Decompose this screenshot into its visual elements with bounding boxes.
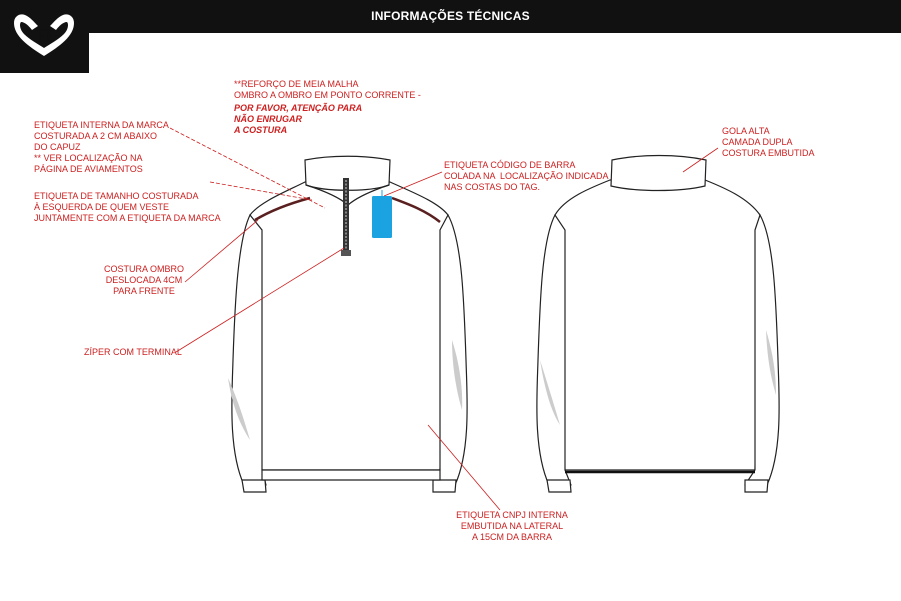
shoulder-seam-right <box>391 196 441 223</box>
note-barcode-label: ETIQUETA CÓDIGO DE BARRA COLADA NA LOCAL… <box>444 160 609 192</box>
header-bar: INFORMAÇÕES TÉCNICAS <box>0 0 901 33</box>
note-size-label: ETIQUETA DE TAMANHO COSTURADA À ESQUERDA… <box>34 191 221 223</box>
heart-logo-icon <box>14 14 74 56</box>
barcode-tag <box>372 196 392 238</box>
brand-logo <box>0 0 89 73</box>
sleeve-shade-right <box>452 340 463 410</box>
note-shoulder-warning: POR FAVOR, ATENÇÃO PARA NÃO ENRUGAR A CO… <box>234 103 363 135</box>
note-zipper: ZÍPER COM TERMINAL <box>84 347 182 357</box>
note-shoulder-reinforcement: **REFORÇO DE MEIA MALHA OMBRO A OMBRO EM… <box>234 79 421 100</box>
sleeve-shade-left <box>228 378 250 440</box>
back-sleeve-shade-right <box>766 330 776 395</box>
back-sleeve-shade-left <box>540 360 560 425</box>
front-view-garment <box>231 155 468 493</box>
note-brand-label: ETIQUETA INTERNA DA MARCA COSTURADA A 2 … <box>34 120 169 174</box>
back-view-garment <box>536 154 780 493</box>
note-collar: GOLA ALTA CAMADA DUPLA COSTURA EMBUTIDA <box>722 126 815 158</box>
note-shoulder-seam: COSTURA OMBRO DESLOCADA 4CM PARA FRENTE <box>103 264 184 296</box>
zipper-terminal <box>341 250 351 256</box>
note-cnpj-label: ETIQUETA CNPJ INTERNA EMBUTIDA NA LATERA… <box>456 510 568 542</box>
leader-lines <box>169 127 719 511</box>
page-title: INFORMAÇÕES TÉCNICAS <box>371 9 530 23</box>
